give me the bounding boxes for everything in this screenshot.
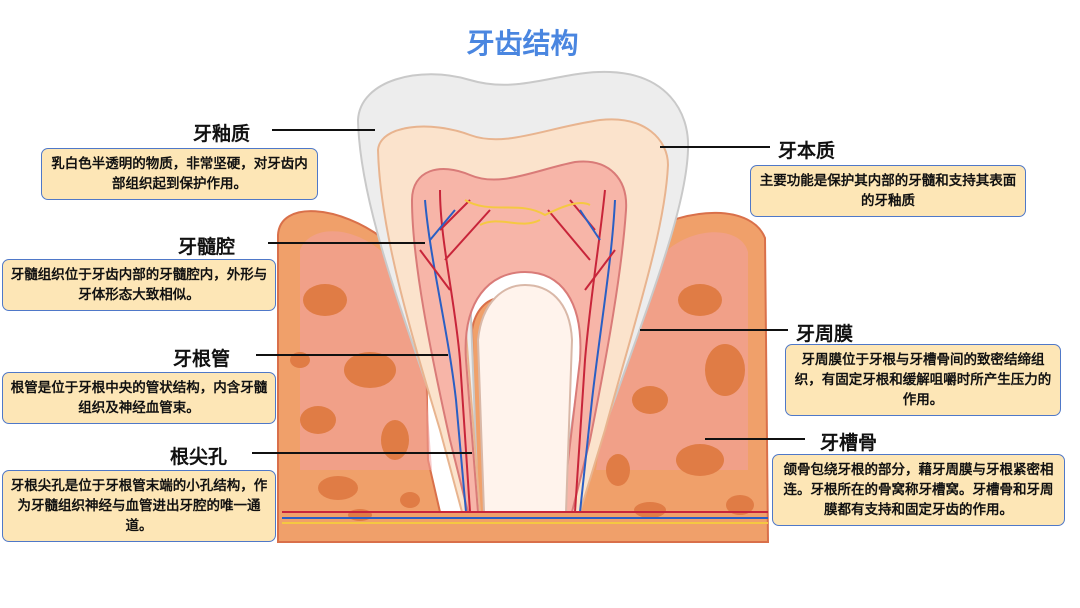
label-alveolar-bone: 牙槽骨 — [820, 432, 878, 454]
root-inner-shape — [476, 283, 574, 513]
vessels — [282, 189, 768, 524]
label-apical-foramen: 根尖孔 — [170, 446, 228, 468]
desc-pulp-cavity: 牙髓组织位于牙齿内部的牙髓腔内，外形与牙体形态大致相似。 — [2, 259, 276, 311]
desc-enamel: 乳白色半透明的物质，非常坚硬，对牙齿内部组织起到保护作用。 — [41, 148, 318, 200]
label-dentin: 牙本质 — [778, 140, 836, 162]
label-root-canal: 牙根管 — [173, 348, 231, 370]
desc-apical-foramen: 牙根尖孔是位于牙根管末端的小孔结构，作为牙髓组织神经与血管进出牙腔的唯一通道。 — [2, 470, 276, 542]
bone-spots — [290, 284, 754, 521]
desc-periodontal-membrane: 牙周膜位于牙根与牙槽骨间的致密结缔组织，有固定牙根和缓解咀嚼时所产生压力的作用。 — [785, 344, 1061, 416]
label-periodontal-membrane: 牙周膜 — [796, 323, 854, 345]
label-enamel: 牙釉质 — [193, 123, 251, 145]
desc-dentin: 主要功能是保护其内部的牙髓和支持其表面的牙釉质 — [750, 165, 1026, 217]
leader-lines — [252, 129, 805, 454]
label-pulp-cavity: 牙髓腔 — [178, 236, 236, 258]
diagram-title: 牙齿结构 — [466, 27, 579, 60]
pulp-shape — [410, 160, 628, 513]
desc-alveolar-bone: 颌骨包绕牙根的部分，藉牙周膜与牙根紧密相连。牙根所在的骨窝称牙槽窝。牙槽骨和牙周… — [772, 454, 1065, 526]
desc-root-canal: 根管是位于牙根中央的管状结构，内含牙髓组织及神经血管束。 — [2, 372, 276, 424]
